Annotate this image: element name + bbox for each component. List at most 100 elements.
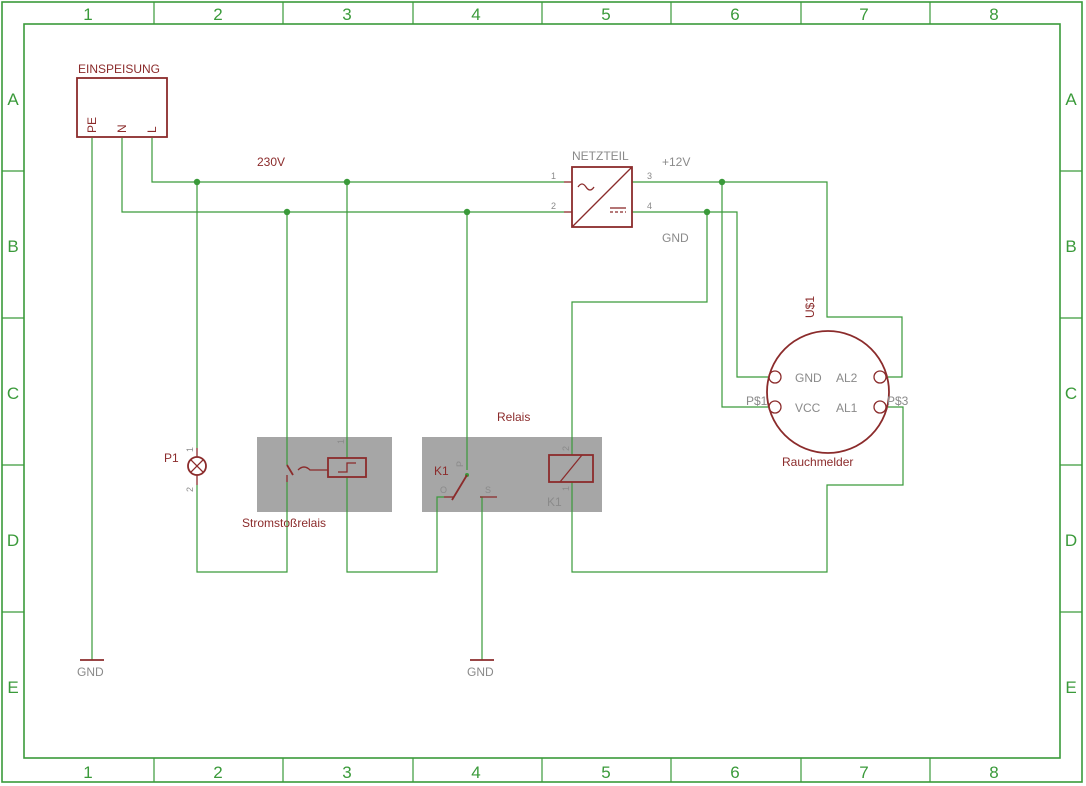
row-label: C — [7, 384, 19, 403]
col-label: 5 — [601, 763, 610, 782]
col-label: 2 — [213, 5, 222, 24]
wires — [91, 138, 904, 660]
psu-pin-2: 2 — [551, 201, 556, 211]
wire-l[interactable] — [151, 138, 564, 183]
col-label: 7 — [859, 5, 868, 24]
lamp-cross-icon — [190, 459, 204, 473]
impulse-relay-name: Stromstoßrelais — [242, 516, 326, 530]
row-label: B — [1065, 237, 1076, 256]
col-label: 1 — [83, 5, 92, 24]
pad-label-al2: AL2 — [836, 371, 858, 385]
label-gnd-psu: GND — [662, 231, 689, 245]
col-label: 3 — [342, 763, 351, 782]
impulse-step-icon — [338, 462, 356, 473]
col-label: 7 — [859, 763, 868, 782]
wire-12v-vcc[interactable] — [721, 182, 768, 408]
supply-pin-n: N — [115, 124, 129, 133]
junction-dot — [718, 178, 726, 186]
impulse-relay-shade — [257, 437, 392, 512]
smoke-part-id: U$1 — [803, 296, 817, 318]
col-label: 4 — [471, 763, 480, 782]
relay-name: Relais — [497, 410, 530, 424]
power-supply[interactable]: NETZTEIL 1 2 3 4 — [551, 149, 652, 228]
wire-12v-al2[interactable] — [632, 181, 903, 378]
psu-diagonal — [571, 166, 633, 228]
wire-relay-s[interactable] — [480, 496, 483, 660]
row-label: E — [7, 678, 18, 697]
pad-al2-icon — [873, 370, 887, 384]
row-label: C — [1065, 384, 1077, 403]
gnd-symbol-left[interactable]: GND — [77, 659, 104, 679]
psu-pin-1: 1 — [551, 171, 556, 181]
junction-dot — [283, 208, 291, 216]
voltage-label-230v: 230V — [257, 155, 285, 169]
gnd-symbol-center[interactable]: GND — [467, 659, 494, 679]
wire-lamp-bottom[interactable] — [196, 482, 288, 573]
lamp[interactable]: P1 1 2 — [164, 447, 207, 492]
col-label: 6 — [730, 5, 739, 24]
lamp-pin-1: 1 — [185, 447, 195, 452]
supply-name: EINSPEISUNG — [78, 62, 160, 76]
pad-label-gnd: GND — [795, 371, 822, 385]
smoke-detector[interactable]: U$1 GND AL2 VCC AL1 P$1 P$3 Rauchmelder — [746, 296, 909, 469]
impulse-pin-1: 1 — [336, 439, 346, 444]
ac-symbol-icon — [577, 183, 595, 191]
pad-name-p3: P$3 — [887, 394, 909, 408]
wire-al1-coil[interactable] — [571, 406, 904, 573]
pad-label-vcc: VCC — [795, 401, 821, 415]
pad-vcc-icon — [768, 400, 782, 414]
relay-coil-pin-2: 2 — [561, 446, 571, 451]
column-labels-top: 1 2 3 4 5 6 7 8 — [83, 5, 998, 24]
impulse-relay[interactable]: 1 Stromstoßrelais — [242, 439, 367, 530]
col-label: 3 — [342, 5, 351, 24]
pad-label-al1: AL1 — [836, 401, 858, 415]
row-label: B — [7, 237, 18, 256]
relay[interactable]: Relais K1 P O S 2 1 K1 — [434, 410, 594, 509]
junction-dot — [193, 178, 201, 186]
col-label: 6 — [730, 763, 739, 782]
row-label: A — [1065, 90, 1077, 109]
relay-shade — [422, 437, 602, 512]
wire-impulse-coil-bottom[interactable] — [346, 477, 444, 573]
supply-pin-l: L — [145, 126, 159, 133]
col-label: 8 — [989, 763, 998, 782]
relay-pin-o: O — [440, 485, 447, 495]
row-label: D — [1065, 531, 1077, 550]
relay-pin-s: S — [485, 485, 491, 495]
junction-dot — [703, 208, 711, 216]
smoke-body — [766, 330, 890, 454]
supply-terminal[interactable]: EINSPEISUNG PE N L — [76, 62, 168, 138]
wire-gnd-coil-top[interactable] — [571, 212, 708, 455]
row-label: A — [7, 90, 19, 109]
supply-pin-pe: PE — [85, 117, 99, 133]
inner-border — [23, 23, 1061, 759]
lamp-pin-2: 2 — [185, 487, 195, 492]
impulse-switch-icon — [286, 464, 294, 476]
col-label: 4 — [471, 5, 480, 24]
lamp-name: P1 — [164, 451, 179, 465]
impulse-link-icon — [297, 466, 328, 471]
junction-dot — [343, 178, 351, 186]
pad-gnd-icon — [768, 370, 782, 384]
column-labels-bottom: 1 2 3 4 5 6 7 8 — [83, 763, 998, 782]
row-label: D — [7, 531, 19, 550]
gnd-label: GND — [467, 665, 494, 679]
relay-coil-name: K1 — [547, 495, 562, 509]
pad-al1-icon — [873, 400, 887, 414]
relay-coil-diagonal — [559, 454, 583, 483]
psu-pin-4: 4 — [647, 201, 652, 211]
col-label: 2 — [213, 763, 222, 782]
supply-box — [76, 77, 168, 138]
smoke-name: Rauchmelder — [782, 455, 853, 469]
relay-contact-name: K1 — [434, 464, 449, 478]
impulse-coil-box — [327, 457, 367, 478]
relay-contact-icon — [451, 474, 468, 501]
wire-n[interactable] — [121, 138, 564, 213]
wire-gnd-detector[interactable] — [632, 211, 768, 378]
row-label: E — [1065, 678, 1076, 697]
relay-coil-box — [548, 454, 594, 483]
